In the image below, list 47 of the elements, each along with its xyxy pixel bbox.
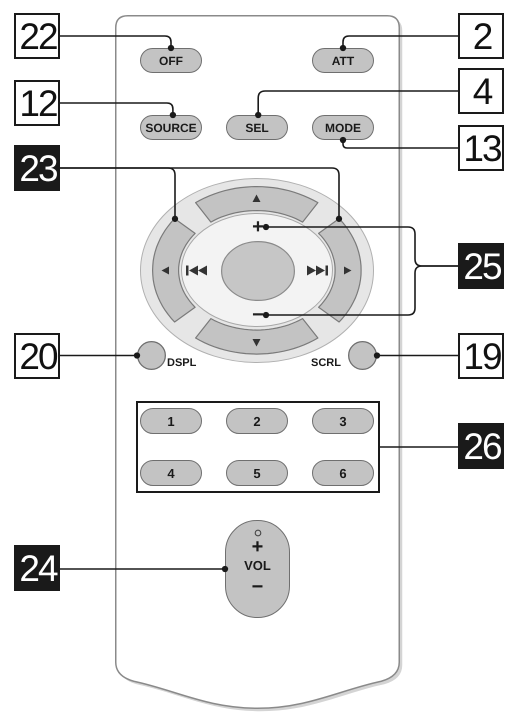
callout-number: 24 — [14, 545, 60, 591]
remote-button: ATT — [312, 48, 374, 73]
leader-line — [255, 90, 458, 118]
leader-line — [340, 136, 458, 149]
direction-button — [152, 218, 196, 323]
button-group-frame — [136, 401, 380, 493]
leader-line — [374, 352, 458, 359]
callout-number: 12 — [14, 80, 60, 126]
remote-button: MODE — [312, 115, 374, 140]
leader-line — [340, 35, 458, 52]
leader-line — [60, 35, 174, 52]
callout-number: 22 — [14, 13, 60, 59]
number-button: 1 — [140, 408, 202, 434]
leader-line — [60, 352, 140, 359]
minus-sign: − — [250, 304, 266, 326]
number-button: 2 — [226, 408, 288, 434]
inner-ring — [181, 213, 333, 327]
center-button — [221, 241, 295, 301]
direction-button — [195, 186, 319, 223]
number-button: 4 — [140, 460, 202, 486]
number-button: 5 — [226, 460, 288, 486]
round-button — [348, 341, 377, 370]
callout-number: 2 — [458, 13, 504, 59]
callout-number: 19 — [458, 333, 504, 379]
button-label: DSPL — [167, 357, 196, 370]
round-button — [137, 341, 166, 370]
button-label: SCRL — [311, 357, 341, 370]
direction-button — [195, 318, 319, 356]
callout-number: 25 — [458, 243, 504, 289]
number-button: 3 — [312, 408, 374, 434]
remote-body — [115, 15, 403, 712]
callout-number: 26 — [458, 423, 504, 469]
direction-button — [318, 218, 362, 323]
callout-number: 4 — [458, 68, 504, 114]
callout-number: 13 — [458, 125, 504, 171]
leader-line — [60, 566, 228, 572]
leader-line — [60, 102, 176, 118]
leader-line — [60, 167, 342, 222]
leader-line — [262, 265, 458, 318]
plus-sign: + — [250, 216, 266, 238]
remote-button: SEL — [226, 115, 288, 140]
remote-button: SOURCE — [140, 115, 202, 140]
number-button: 6 — [312, 460, 374, 486]
leader-line — [380, 446, 458, 448]
callout-number: 20 — [14, 333, 60, 379]
remote-button: OFF — [140, 48, 202, 73]
callout-number: 23 — [14, 145, 60, 191]
